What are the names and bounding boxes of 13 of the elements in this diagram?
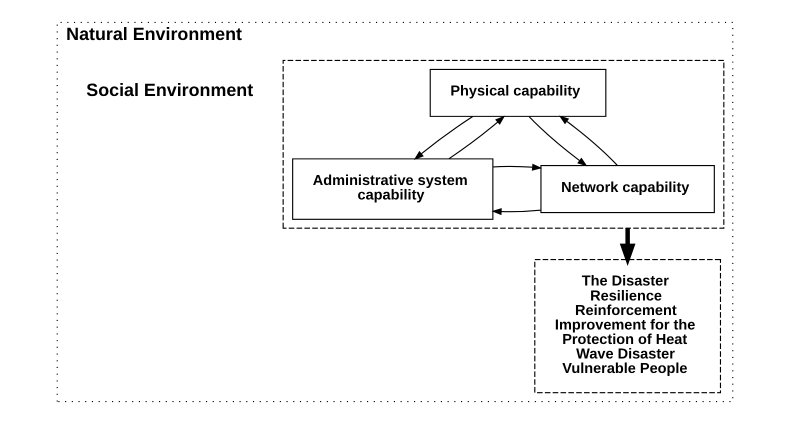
arrow (493, 163, 542, 170)
arrow (414, 116, 474, 160)
label: Social Environment (86, 80, 254, 100)
node-box: Network capability (540, 164, 715, 213)
node-box: The Disaster Resilience Reinforcement Improvement for the Protection of Heat Wave Disaster Vulnerable People (534, 258, 722, 393)
arrow (528, 116, 588, 166)
cluster (282, 59, 724, 228)
arrow (492, 208, 541, 215)
arrow (620, 228, 636, 266)
node-box: Physical capability (430, 68, 606, 116)
arrow (558, 115, 618, 166)
arrow (448, 115, 506, 159)
node-box: Administrative system capability (292, 158, 494, 220)
